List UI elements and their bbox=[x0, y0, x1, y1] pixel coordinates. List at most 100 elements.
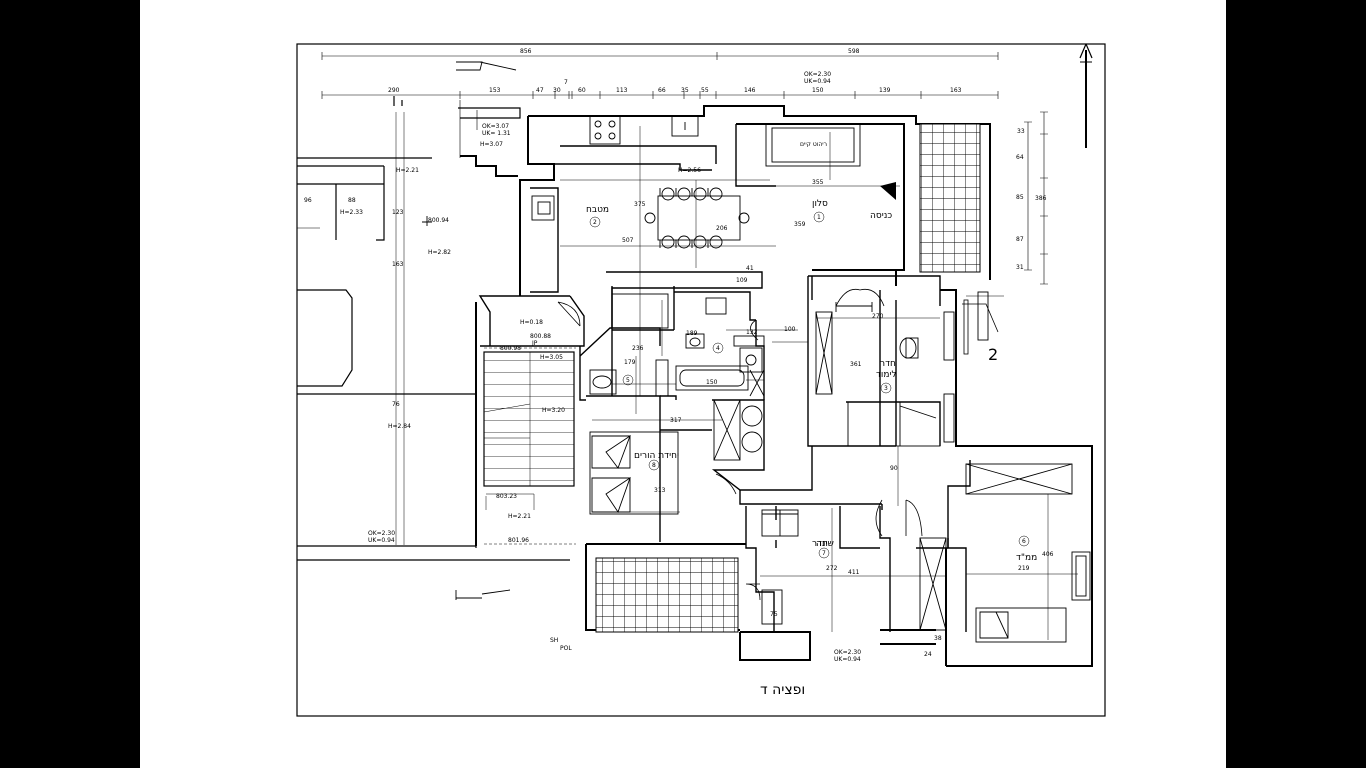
dim-inner: 317 bbox=[670, 417, 682, 424]
room-sleep-name-2: שינה bbox=[816, 539, 834, 549]
dim-top: 163 bbox=[950, 87, 962, 94]
elevation-label: 803.23 bbox=[496, 493, 517, 500]
dim-inner: 272 bbox=[826, 565, 838, 572]
elevation-label: 800.88 bbox=[530, 333, 551, 340]
dim-top: 146 bbox=[744, 87, 756, 94]
elevation-label: POL bbox=[560, 645, 572, 652]
room-number-circle bbox=[1018, 535, 1030, 547]
room-sleep-number: 7 bbox=[822, 550, 826, 557]
sheet-title: ופציה ד bbox=[760, 682, 805, 698]
dim-inner: 406 bbox=[1042, 551, 1054, 558]
dim-right: 33 bbox=[1017, 128, 1025, 135]
dim-inner: 361 bbox=[850, 361, 862, 368]
dim-overall-left: 856 bbox=[520, 48, 532, 55]
dim-overall-right: 598 bbox=[848, 48, 860, 55]
dim-top: 47 bbox=[536, 87, 544, 94]
room-sleep-name-1: חדר bbox=[812, 539, 828, 549]
misc-details bbox=[422, 61, 947, 620]
height-label: H=2.56 bbox=[678, 167, 701, 174]
height-label: H=2.21 bbox=[396, 167, 419, 174]
furniture-fixtures bbox=[531, 115, 1091, 643]
room-study-name-2: לימוד bbox=[876, 370, 897, 380]
dim-inner: 270 bbox=[872, 313, 884, 320]
room-study-number: 3 bbox=[884, 385, 888, 392]
room-study-name-1: חדר bbox=[880, 359, 896, 369]
height-label: H=3.20 bbox=[542, 407, 565, 414]
room-number-circle bbox=[648, 459, 660, 471]
room-mamad-number: 6 bbox=[1022, 538, 1026, 545]
level-uk: UK=0.94 bbox=[804, 78, 831, 85]
north-arrow-icon bbox=[1079, 43, 1093, 148]
dim-top: 35 bbox=[681, 87, 689, 94]
dim-inner: 41 bbox=[746, 265, 754, 272]
adjacent-building-left bbox=[297, 96, 570, 561]
elevation-label: JP bbox=[531, 340, 538, 347]
level-ok: OK=2.30 bbox=[804, 71, 831, 78]
room-parents-number: 8 bbox=[652, 462, 656, 469]
door-swings bbox=[557, 288, 923, 601]
dim-top: 7 bbox=[564, 79, 568, 86]
dim-inner: 179 bbox=[624, 359, 636, 366]
elevation-label: SH bbox=[550, 637, 558, 644]
dim-right: 87 bbox=[1016, 236, 1024, 243]
height-label: H=2.33 bbox=[340, 209, 363, 216]
left-guide-lines bbox=[297, 112, 405, 545]
room-number-circle bbox=[818, 547, 830, 559]
staircase-marks bbox=[483, 347, 576, 545]
dim-right: 64 bbox=[1016, 154, 1024, 161]
dim-top: 55 bbox=[701, 87, 709, 94]
dim-inner: 123 bbox=[392, 209, 404, 216]
level-ok: OK=3.07 bbox=[482, 123, 509, 130]
room-number-circle bbox=[589, 216, 601, 228]
room-living-number: 1 bbox=[817, 214, 821, 221]
dim-inner: 219 bbox=[1018, 565, 1030, 572]
dim-right: 31 bbox=[1016, 264, 1024, 271]
dim-inner: 109 bbox=[736, 277, 748, 284]
elevation-label: 801.96 bbox=[508, 537, 529, 544]
dim-top: 150 bbox=[812, 87, 824, 94]
height-label: H=0.18 bbox=[520, 319, 543, 326]
dim-inner: 75 bbox=[770, 611, 778, 618]
dim-top: 30 bbox=[553, 87, 561, 94]
dim-inner: 132 bbox=[746, 329, 758, 336]
level-uk: UK=0.94 bbox=[834, 656, 861, 663]
dim-inner: 411 bbox=[848, 569, 860, 576]
dim-inner: 355 bbox=[812, 179, 824, 186]
height-label: H=2.21 bbox=[508, 513, 531, 520]
room-number-circle bbox=[712, 342, 724, 354]
room-wc-number: 5 bbox=[626, 377, 630, 384]
interior-guide-lines bbox=[560, 126, 1078, 640]
drawing-page: 856 598 290 153 47 30 7 60 113 66 35 55 … bbox=[140, 0, 1226, 768]
dim-inner: 96 bbox=[304, 197, 312, 204]
height-label: H=2.84 bbox=[388, 423, 411, 430]
dimension-lines bbox=[321, 52, 1048, 285]
dim-top: 66 bbox=[658, 87, 666, 94]
level-ok: OK=2.30 bbox=[368, 530, 395, 537]
dim-inner: 189 bbox=[686, 330, 698, 337]
level-uk: UK=0.94 bbox=[368, 537, 395, 544]
dim-inner: 88 bbox=[348, 197, 356, 204]
level-ok: OK=2.30 bbox=[834, 649, 861, 656]
height-label: H=3.05 bbox=[540, 354, 563, 361]
dim-inner: 100 bbox=[784, 326, 796, 333]
dim-inner: 24 bbox=[924, 651, 932, 658]
section-mark-label: 2 bbox=[988, 345, 998, 364]
dim-inner: 507 bbox=[622, 237, 634, 244]
room-mamad-name: ממ"ד bbox=[1016, 553, 1037, 563]
entrance-arrow-icon bbox=[880, 182, 896, 200]
elevation-label: 800.98 bbox=[500, 345, 521, 352]
level-uk: UK= 1.31 bbox=[482, 130, 511, 137]
section-mark-right bbox=[962, 299, 999, 355]
dim-inner: 163 bbox=[392, 261, 404, 268]
dim-top: 113 bbox=[616, 87, 628, 94]
balcony-tiles-bottom bbox=[595, 557, 739, 633]
entrance-label: כניסה bbox=[870, 211, 892, 221]
room-kitchen-name: מטבח bbox=[586, 205, 609, 215]
room-bath-number: 4 bbox=[716, 345, 720, 352]
room-parents-name: יחידת הורים bbox=[634, 451, 679, 461]
dim-top: 139 bbox=[879, 87, 891, 94]
dim-inner: 76 bbox=[392, 401, 400, 408]
floor-plan-drawing: 856 598 290 153 47 30 7 60 113 66 35 55 … bbox=[296, 43, 1106, 717]
dim-top: 60 bbox=[578, 87, 586, 94]
